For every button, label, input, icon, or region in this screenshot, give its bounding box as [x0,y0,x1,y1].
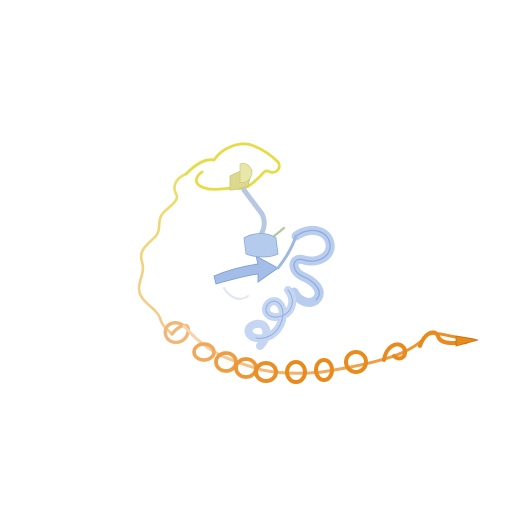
beta-sheet-arrow [213,255,279,285]
orange-coil-tail [182,324,479,384]
tail-coil-8 [382,342,407,362]
alpha-helix-right [289,225,335,307]
tail-hook [418,330,468,348]
blue-core-domain [213,225,335,350]
alpha-helix-right-edge [293,229,331,301]
tail-coil-5 [285,360,307,384]
beta-sheet-back [243,233,279,258]
tail-terminal [455,335,479,347]
tail-coil-6 [314,358,334,382]
tail-coil-1 [192,342,216,362]
core-descending-strand [241,187,267,239]
left-loop-coil [137,172,188,336]
alpha-helix-lower [244,286,297,350]
tail-coil-7 [344,350,368,374]
alpha-helix-lower-edge [255,289,293,339]
tail-coil-4 [254,361,278,383]
core-connector [276,234,298,270]
top-yellow-loop [184,142,281,191]
tail-coil-2 [214,351,238,373]
faint-loop [223,287,249,300]
top-sheet-fold [239,163,253,183]
